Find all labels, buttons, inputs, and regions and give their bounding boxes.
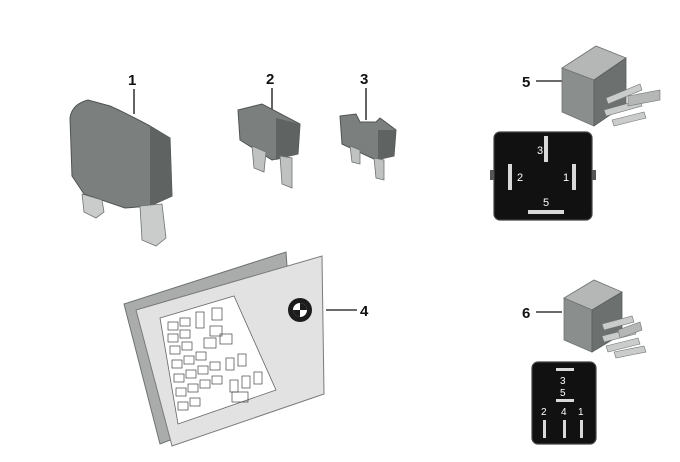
part-3-mini-fuse: 3 [339, 71, 397, 181]
blade-fuse-leg-left [251, 145, 267, 173]
relay5-terminal-5 [528, 210, 564, 214]
relay6-terminal-2 [543, 420, 546, 438]
mini-fuse-leg-left [349, 145, 361, 165]
relay6-pin-label-5: 5 [560, 388, 566, 399]
booklet-fuse-grid [167, 307, 263, 411]
relay6-pin-label-1: 1 [578, 407, 584, 418]
relay6-pin-c [605, 337, 641, 353]
relay5-face-tab-right [592, 170, 596, 180]
relay6-terminal-5 [556, 399, 574, 402]
relay5-pin-label-2: 2 [517, 172, 523, 184]
relay5-terminal-1 [572, 164, 576, 190]
mini-fuse-leg-right [373, 157, 385, 181]
relay6-pin-d [613, 345, 647, 359]
part-5-relay: 5 3 2 1 5 [490, 45, 661, 221]
relay5-pin-label-1: 1 [563, 172, 569, 184]
relay5-terminal-3 [544, 136, 548, 162]
callout-2: 2 [266, 71, 274, 88]
relay6-pin-e [617, 321, 643, 339]
relay6-pin-label-2: 2 [541, 407, 547, 418]
maxi-fuse-side [150, 126, 172, 206]
callout-5: 5 [522, 74, 530, 91]
relay6-pin-a [601, 315, 635, 331]
callout-4: 4 [360, 303, 369, 320]
part-1-maxi-fuse: 1 [69, 72, 173, 247]
relay5-pin-d [627, 89, 661, 107]
relay5-face-tab-left [490, 170, 494, 180]
blade-fuse-side [276, 118, 300, 160]
part-6-relay: 6 3 5 2 4 1 [522, 279, 647, 445]
bmw-roundel-icon [288, 298, 312, 322]
blade-fuse-leg-right [279, 155, 293, 189]
mini-fuse-side [378, 130, 396, 160]
relay6-pin-label-3: 3 [560, 376, 566, 387]
maxi-fuse-blade-right [139, 203, 167, 247]
callout-3: 3 [360, 71, 368, 88]
callout-1: 1 [128, 72, 136, 89]
maxi-fuse-blade-left [81, 193, 105, 219]
part-4-fuse-booklet: 4 [123, 251, 369, 447]
relay6-terminal-4 [563, 420, 566, 438]
relay5-pin-label-3: 3 [537, 145, 543, 157]
relay6-terminal-1 [580, 420, 583, 438]
relay5-pin-c [611, 111, 647, 127]
relay5-terminal-2 [508, 164, 512, 190]
relay5-pin-label-5: 5 [543, 197, 549, 209]
callout-6: 6 [522, 305, 530, 322]
relay6-pin-label-4: 4 [561, 407, 567, 418]
part-2-blade-fuse: 2 [237, 71, 301, 189]
relay6-terminal-3 [556, 368, 574, 371]
relay5-pin-a [605, 83, 643, 105]
